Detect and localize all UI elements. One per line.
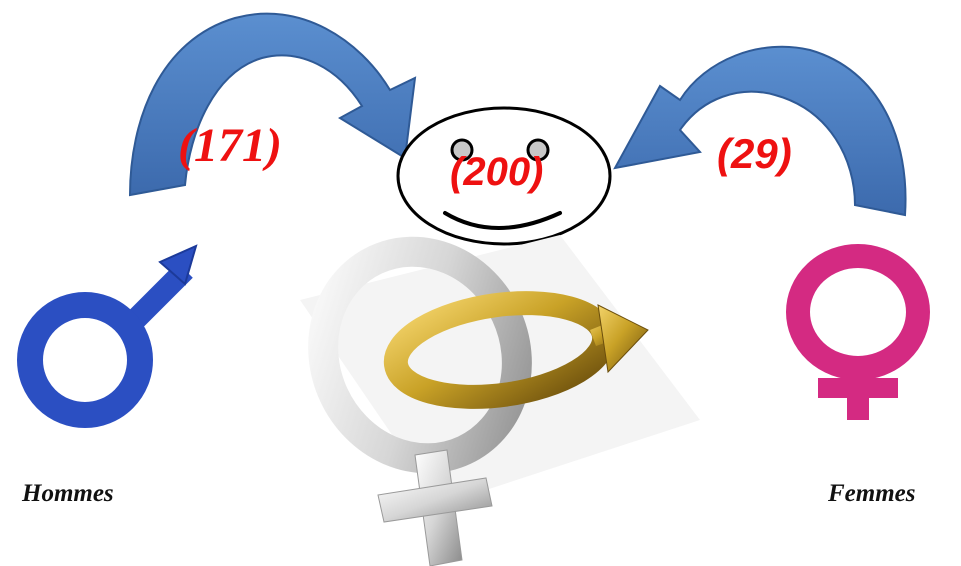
total-count-label: (200) [450, 150, 543, 195]
female-symbol-icon [798, 256, 918, 420]
intertwined-gender-symbols-icon [290, 220, 700, 566]
male-symbol-icon [30, 246, 196, 415]
female-label: Femmes [828, 480, 916, 508]
male-count-label: (171) [178, 118, 282, 173]
female-count-label: (29) [717, 130, 792, 178]
male-label: Hommes [22, 480, 114, 508]
